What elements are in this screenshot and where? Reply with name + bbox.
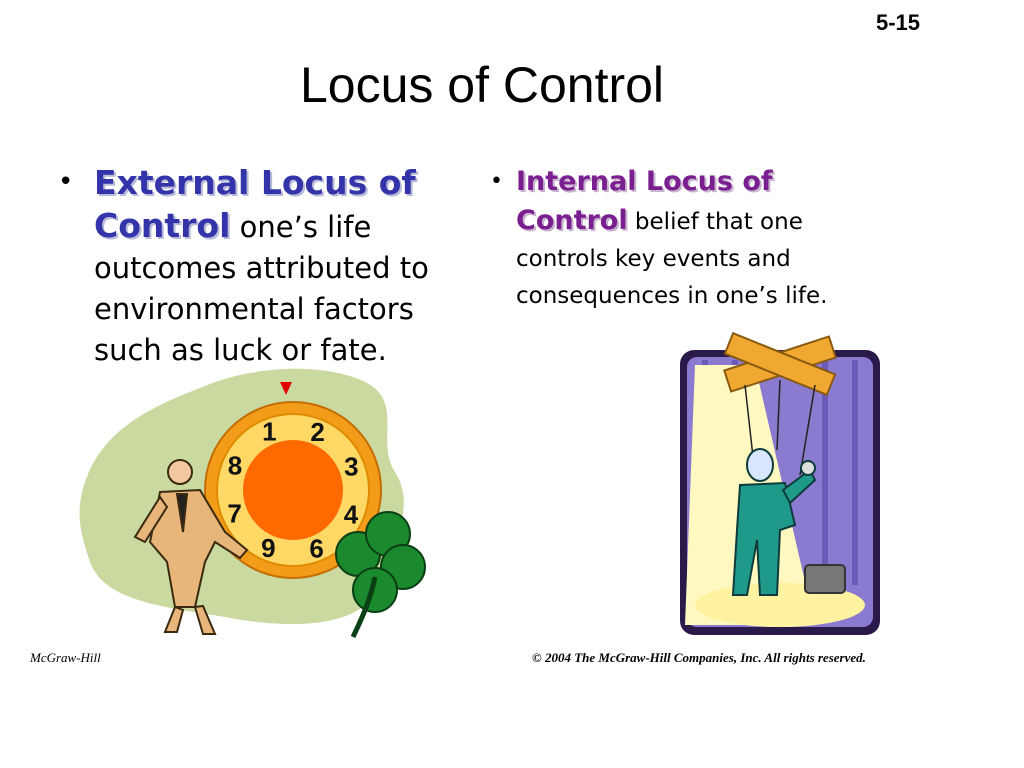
bullet-marker: • [58,167,74,197]
toolbox-icon [804,564,846,594]
wheel-number: 6 [309,533,323,563]
wheel-number: 1 [262,417,276,447]
wheel-number: 9 [261,533,275,563]
slide-title: Locus of Control [299,57,665,113]
bullet-marker: • [490,169,503,194]
internal-locus-text-block: Internal Locus of Control belief that on… [516,163,880,315]
external-locus-definition: one’s life outcomes attributed to enviro… [94,210,429,367]
wheel-number: 2 [310,417,324,447]
wheel-number: 3 [344,451,358,481]
internal-locus-term: Internal Locus of Control [516,166,773,236]
external-locus-bullet: • External Locus of Control one’s life o… [58,162,453,371]
pointer-icon [280,382,292,395]
external-locus-text-block: External Locus of Control one’s life out… [94,162,453,371]
external-locus-term: External Locus of Control [94,163,416,245]
internal-locus-bullet: • Internal Locus of Control belief that … [490,163,880,315]
copyright-notice: © 2004 The McGraw-Hill Companies, Inc. A… [532,650,866,665]
wheel-icon: 1 23 46 97 8 [204,382,382,579]
cross-bar-icon [723,331,837,397]
wheel-number: 7 [227,499,241,529]
publisher-name: McGraw-Hill [30,650,101,665]
clover-icon [335,511,426,639]
businessman-icon [133,459,249,635]
wheel-number: 4 [344,500,359,530]
puppet-clipart [680,331,880,635]
internal-locus-definition: belief that one controls key events and … [516,209,828,309]
puppet-figure-icon [731,448,817,596]
wheel-number: 8 [228,450,242,480]
slide-number: 5-15 [875,10,920,35]
fortune-wheel-clipart: 1 23 46 97 8 [79,368,426,639]
